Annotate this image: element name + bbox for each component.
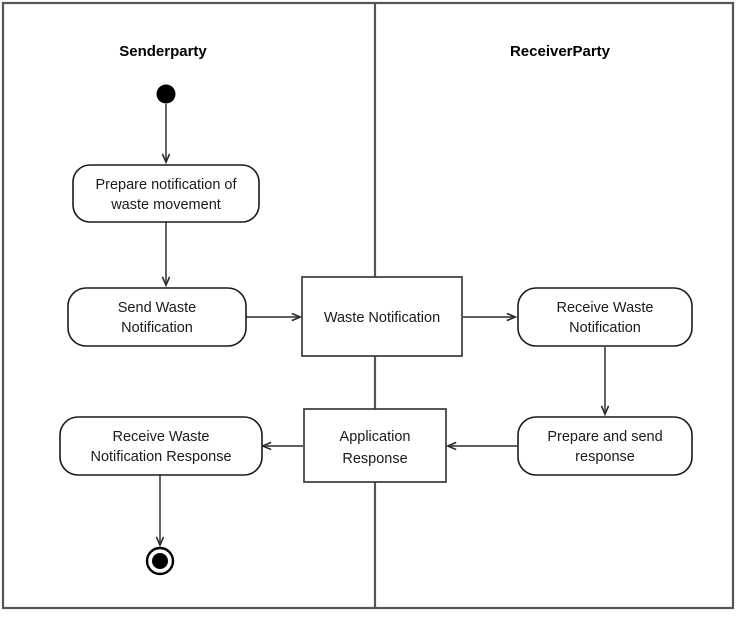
object-node-waste-notification[interactable]: Waste Notification <box>301 276 463 357</box>
action-node-receive-waste-notification-label-line1: Receive Waste <box>557 300 654 316</box>
object-node-application-response-label-line1: Application <box>340 429 411 445</box>
action-node-receive-waste-notification-response[interactable]: Receive Waste Notification Response <box>59 416 263 476</box>
action-node-prepare-and-send-response-shape <box>517 416 693 476</box>
lane-title-receiverparty: ReceiverParty <box>510 43 611 60</box>
object-node-application-response-label-line2: Response <box>342 451 407 467</box>
final-node <box>145 546 175 576</box>
action-node-send-waste-notification[interactable]: Send Waste Notification <box>67 287 247 347</box>
action-node-receive-waste-notification-response-label-line1: Receive Waste <box>113 429 210 445</box>
object-node-waste-notification-label: Waste Notification <box>324 310 440 326</box>
action-node-prepare-notification-label-line1: Prepare notification of <box>95 177 237 193</box>
action-node-prepare-and-send-response-label-line2: response <box>575 449 635 465</box>
action-node-receive-waste-notification-response-shape <box>59 416 263 476</box>
object-node-application-response[interactable]: Application Response <box>303 408 447 483</box>
lane-title-senderparty: Senderparty <box>119 43 207 60</box>
action-node-receive-waste-notification[interactable]: Receive Waste Notification <box>517 287 693 347</box>
action-node-prepare-and-send-response[interactable]: Prepare and send response <box>517 416 693 476</box>
action-node-prepare-notification[interactable]: Prepare notification of waste movement <box>72 164 260 223</box>
action-node-receive-waste-notification-label-line2: Notification <box>569 320 641 336</box>
action-node-prepare-notification-shape <box>72 164 260 223</box>
action-node-prepare-notification-label-line2: waste movement <box>110 197 221 213</box>
action-node-receive-waste-notification-response-label-line2: Notification Response <box>90 449 231 465</box>
action-node-send-waste-notification-label-line2: Notification <box>121 320 193 336</box>
object-node-waste-notification-shape <box>301 276 463 357</box>
initial-node <box>156 84 176 104</box>
action-node-send-waste-notification-label-line1: Send Waste <box>118 300 196 316</box>
action-node-receive-waste-notification-shape <box>517 287 693 347</box>
action-node-prepare-and-send-response-label-line1: Prepare and send <box>547 429 662 445</box>
object-node-application-response-shape <box>303 408 447 483</box>
final-node-core <box>152 553 168 569</box>
diagram-frame <box>1 1 735 610</box>
action-node-send-waste-notification-shape <box>67 287 247 347</box>
